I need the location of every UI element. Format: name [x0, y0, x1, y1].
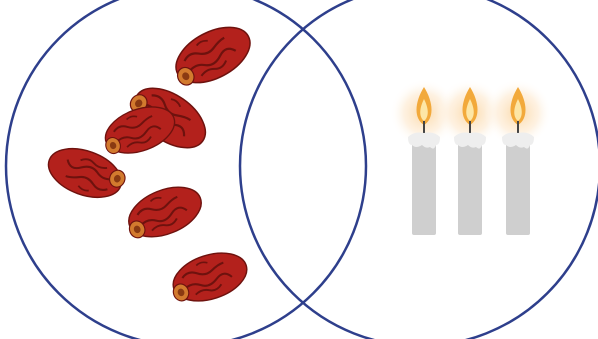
date-fruit-icon — [165, 244, 253, 310]
candles-group — [390, 79, 552, 235]
dates-group — [42, 16, 259, 310]
date-fruit-icon — [165, 16, 259, 95]
lit-candle-icon — [484, 79, 552, 235]
date-fruit-icon — [120, 178, 209, 248]
